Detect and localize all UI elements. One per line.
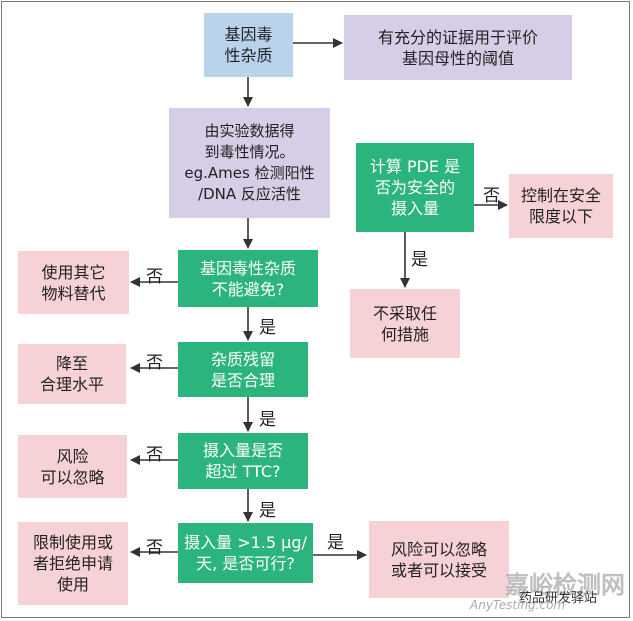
label-no-feasible: 否 bbox=[146, 538, 163, 558]
label-no-pde: 否 bbox=[483, 186, 500, 206]
watermark-url: AnyTesting.com bbox=[470, 598, 566, 612]
node-experimental-data: 由实验数据得 到毒性情况。 eg.Ames 检测阳性 /DNA 反应活性 bbox=[169, 108, 330, 218]
label-no-unavoidable: 否 bbox=[146, 267, 163, 287]
label-no-ttc: 否 bbox=[146, 445, 163, 465]
node-control-below-limit: 控制在安全 限度以下 bbox=[509, 174, 613, 238]
watermark-site: 嘉峪检测网 bbox=[505, 571, 625, 599]
label-yes-residue: 是 bbox=[259, 410, 276, 430]
node-threshold-evidence: 有充分的证据用于评价 基因母性的阈值 bbox=[344, 15, 572, 80]
node-risk-ignorable: 风险 可以忽略 bbox=[18, 435, 127, 498]
node-pde-question: 计算 PDE 是 否为安全的 摄入量 bbox=[356, 143, 474, 232]
node-use-substitute: 使用其它 物料替代 bbox=[18, 251, 129, 314]
label-no-residue: 否 bbox=[146, 353, 163, 373]
label-yes-feasible: 是 bbox=[327, 533, 344, 553]
node-reduce-level: 降至 合理水平 bbox=[18, 344, 126, 404]
node-restrict-or-reject: 限制使用或 者拒绝申请 使用 bbox=[18, 522, 128, 605]
label-yes-pde: 是 bbox=[411, 250, 428, 270]
node-risk-ignore-or-accept: 风险可以忽略 或者可以接受 bbox=[369, 521, 509, 598]
node-unavoidable-question: 基因毒性杂质 不能避免? bbox=[178, 250, 318, 307]
node-genotoxic-impurity: 基因毒 性杂质 bbox=[204, 13, 293, 77]
watermark-account: 药品研发驿站 bbox=[519, 591, 598, 606]
node-feasible-question: 摄入量 >1.5 μg/ 天, 是否可行? bbox=[178, 523, 313, 583]
node-ttc-question: 摄入量是否 超过 TTC? bbox=[178, 433, 308, 489]
node-no-action: 不采取任 何措施 bbox=[350, 289, 460, 358]
label-yes-unavoidable: 是 bbox=[259, 318, 276, 338]
node-residue-question: 杂质残留 是否合理 bbox=[178, 342, 308, 397]
label-yes-ttc: 是 bbox=[259, 501, 276, 521]
